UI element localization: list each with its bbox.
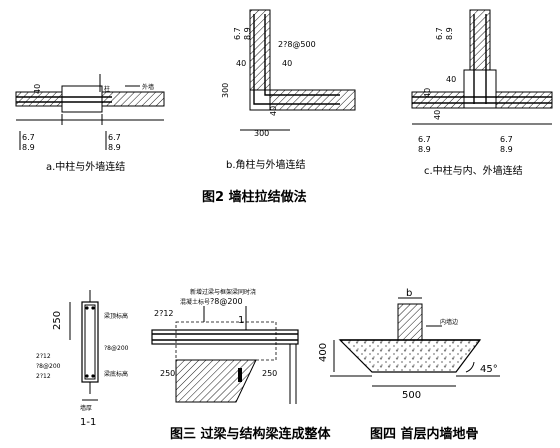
- dim-right-1: 6.7: [500, 135, 513, 144]
- rebar-bottom-spec: 2?12: [36, 373, 51, 380]
- dim-40-bottom: 40: [269, 106, 278, 116]
- label-interior-wall-edge: 内墙边: [440, 318, 458, 326]
- dim-left-1: 6.7: [418, 135, 431, 144]
- dim-40-left: 40: [423, 88, 432, 98]
- figure-3-caption: 图三 过梁与结构梁连成整体: [170, 426, 332, 442]
- label-exterior-wall: 外墙: [142, 83, 154, 91]
- label-beam-top: 梁顶标高: [104, 312, 128, 320]
- interior-wall-hatch: [397, 303, 423, 341]
- beam-note-2: 混凝土标号: [180, 298, 210, 306]
- vert-dim-2: 8.9: [445, 27, 454, 40]
- dim-left-2: 8.9: [418, 145, 431, 154]
- dim-40-top: 40: [236, 59, 246, 68]
- figure-4-caption: 图四 首层内墙地骨: [370, 426, 479, 442]
- rebar-spec: 2?8@500: [278, 40, 316, 49]
- rebar-side-spec: ?8@200: [104, 345, 129, 352]
- figure-2c: 40 40 40 6.7 8.9 6.7 8.9 6.7 8.9 c.中柱与内、…: [411, 9, 553, 177]
- ground-beam: [338, 339, 482, 373]
- dim-right-1: 6.7: [108, 133, 121, 142]
- stirrup: [84, 304, 96, 380]
- vert-dim-2: 8.9: [243, 27, 252, 40]
- angle-45: 45°: [480, 364, 498, 375]
- dim-300-left: 300: [221, 83, 230, 98]
- beam-stirrup: ?8@200: [210, 297, 243, 306]
- vert-dim-1: 6.7: [435, 27, 444, 40]
- label-b: b: [406, 288, 412, 299]
- corner-column: [249, 89, 271, 111]
- rebar-dot: [85, 306, 89, 310]
- beam-note-1: 新增过梁与框架梁同时浇: [190, 288, 256, 296]
- dim-400: 400: [318, 343, 329, 362]
- figure-2-caption: 图2 墙柱拉结做法: [202, 189, 307, 205]
- dim-left-1: 6.7: [22, 133, 35, 142]
- caption-2c: c.中柱与内、外墙连结: [424, 164, 523, 177]
- dim-right-2: 8.9: [500, 145, 513, 154]
- label-beam-bottom: 梁底标高: [104, 370, 128, 378]
- beam-rebar-top: 2?12: [154, 309, 174, 318]
- rebar-top-spec: 2?12: [36, 353, 51, 360]
- vert-dim-1: 6.7: [233, 27, 242, 40]
- rebar-dot: [91, 306, 95, 310]
- structural-beam-hatch: [175, 359, 257, 403]
- lintel-section: [81, 301, 99, 383]
- rebar-dot: [85, 374, 89, 378]
- dim-500: 500: [402, 390, 421, 401]
- angle-arc: [465, 361, 475, 373]
- dim-250-bottom: 250: [160, 369, 175, 378]
- section-mark: 1: [238, 315, 244, 326]
- figure-3-section: 250 2?12 ?8@200 2?12 ?8@200 梁顶标高 梁底标高 墙厚…: [36, 290, 129, 428]
- tie-rebar-outer: [253, 14, 340, 105]
- caption-2b: b.角柱与外墙连结: [226, 158, 306, 171]
- dim-right-2: 8.9: [108, 143, 121, 152]
- dim-40: 40: [33, 84, 42, 94]
- dim-left-2: 8.9: [22, 143, 35, 152]
- label-wall-width: 墙厚: [80, 404, 92, 412]
- figure-2a: 柱 外墙 40 6.7 8.9 6.7 8.9 a.中柱与外墙连结: [15, 74, 165, 173]
- rebar-dot: [91, 374, 95, 378]
- dim-300-bottom: 300: [254, 129, 269, 138]
- figure-3-elevation: 1 新增过梁与框架梁同时浇 混凝土标号 2?12 ?8@200 250 250: [151, 288, 299, 404]
- figure-4: b 400 500 45° 内墙边: [318, 288, 500, 401]
- section-label: 1-1: [80, 417, 96, 428]
- rebar-stirrup-spec: ?8@200: [36, 363, 61, 370]
- figure-2b: 2?8@500 40 40 300 40 300 6.7 8.9 b.角柱与外墙…: [221, 9, 356, 171]
- anchor-block: [238, 368, 242, 382]
- tie-rebar-inner: [264, 14, 340, 96]
- caption-2a: a.中柱与外墙连结: [46, 160, 125, 173]
- dim-250-right: 250: [262, 369, 277, 378]
- dim-40-right: 40: [282, 59, 292, 68]
- label-column: 柱: [104, 85, 110, 93]
- wall-vertical-hatch: [249, 9, 271, 91]
- column: [61, 85, 103, 113]
- dim-250: 250: [52, 311, 63, 330]
- dim-40-mid: 40: [446, 75, 456, 84]
- middle-column: [463, 69, 497, 109]
- dim-40-bottom: 40: [433, 110, 442, 120]
